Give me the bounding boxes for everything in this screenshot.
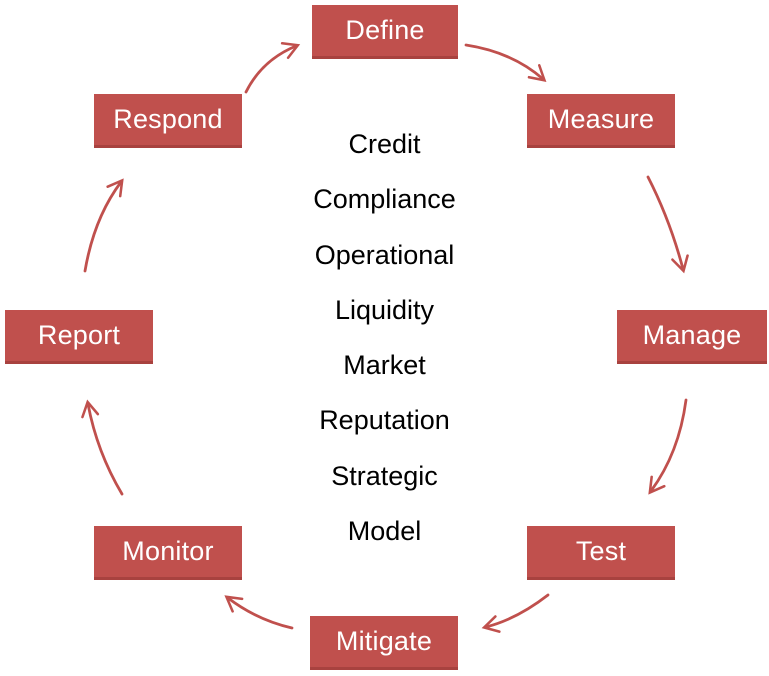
cycle-node-label: Monitor <box>122 536 214 566</box>
risk-type-item: Reputation <box>319 405 450 436</box>
cycle-node-test: Test <box>527 526 675 580</box>
risk-type-item: Market <box>343 350 426 381</box>
risk-types-list: Credit Compliance Operational Liquidity … <box>0 117 769 559</box>
risk-type-item: Compliance <box>313 184 456 215</box>
arrow-respond-to-define-icon <box>244 41 301 94</box>
arrow-report-to-respond-icon <box>83 178 124 273</box>
cycle-node-manage: Manage <box>617 310 767 364</box>
arrow-define-to-measure-icon <box>464 43 547 82</box>
risk-type-item: Strategic <box>331 460 438 491</box>
cycle-node-label: Define <box>345 15 425 45</box>
cycle-node-label: Manage <box>642 320 742 350</box>
risk-type-item: Credit <box>348 129 421 159</box>
risk-type-item: Operational <box>314 239 455 270</box>
cycle-node-define: Define <box>312 5 458 59</box>
cycle-node-mitigate: Mitigate <box>310 616 458 670</box>
cycle-node-respond: Respond <box>94 94 242 148</box>
arrow-test-to-mitigate-icon <box>481 593 550 633</box>
cycle-node-measure: Measure <box>527 94 675 148</box>
risk-type-item: Model <box>347 516 422 547</box>
arrow-measure-to-manage-icon <box>646 175 689 274</box>
cycle-node-report: Report <box>5 310 153 364</box>
arrow-manage-to-test-icon <box>648 398 688 495</box>
cycle-node-label: Mitigate <box>335 626 433 656</box>
cycle-node-monitor: Monitor <box>94 526 242 580</box>
cycle-node-label: Test <box>575 536 627 566</box>
cycle-node-label: Respond <box>113 104 223 134</box>
arrow-monitor-to-report-icon <box>81 399 124 496</box>
arrow-mitigate-to-monitor-icon <box>224 595 294 630</box>
cycle-node-label: Report <box>37 320 121 350</box>
risk-type-item: Liquidity <box>334 294 435 325</box>
cycle-node-label: Measure <box>547 104 655 134</box>
